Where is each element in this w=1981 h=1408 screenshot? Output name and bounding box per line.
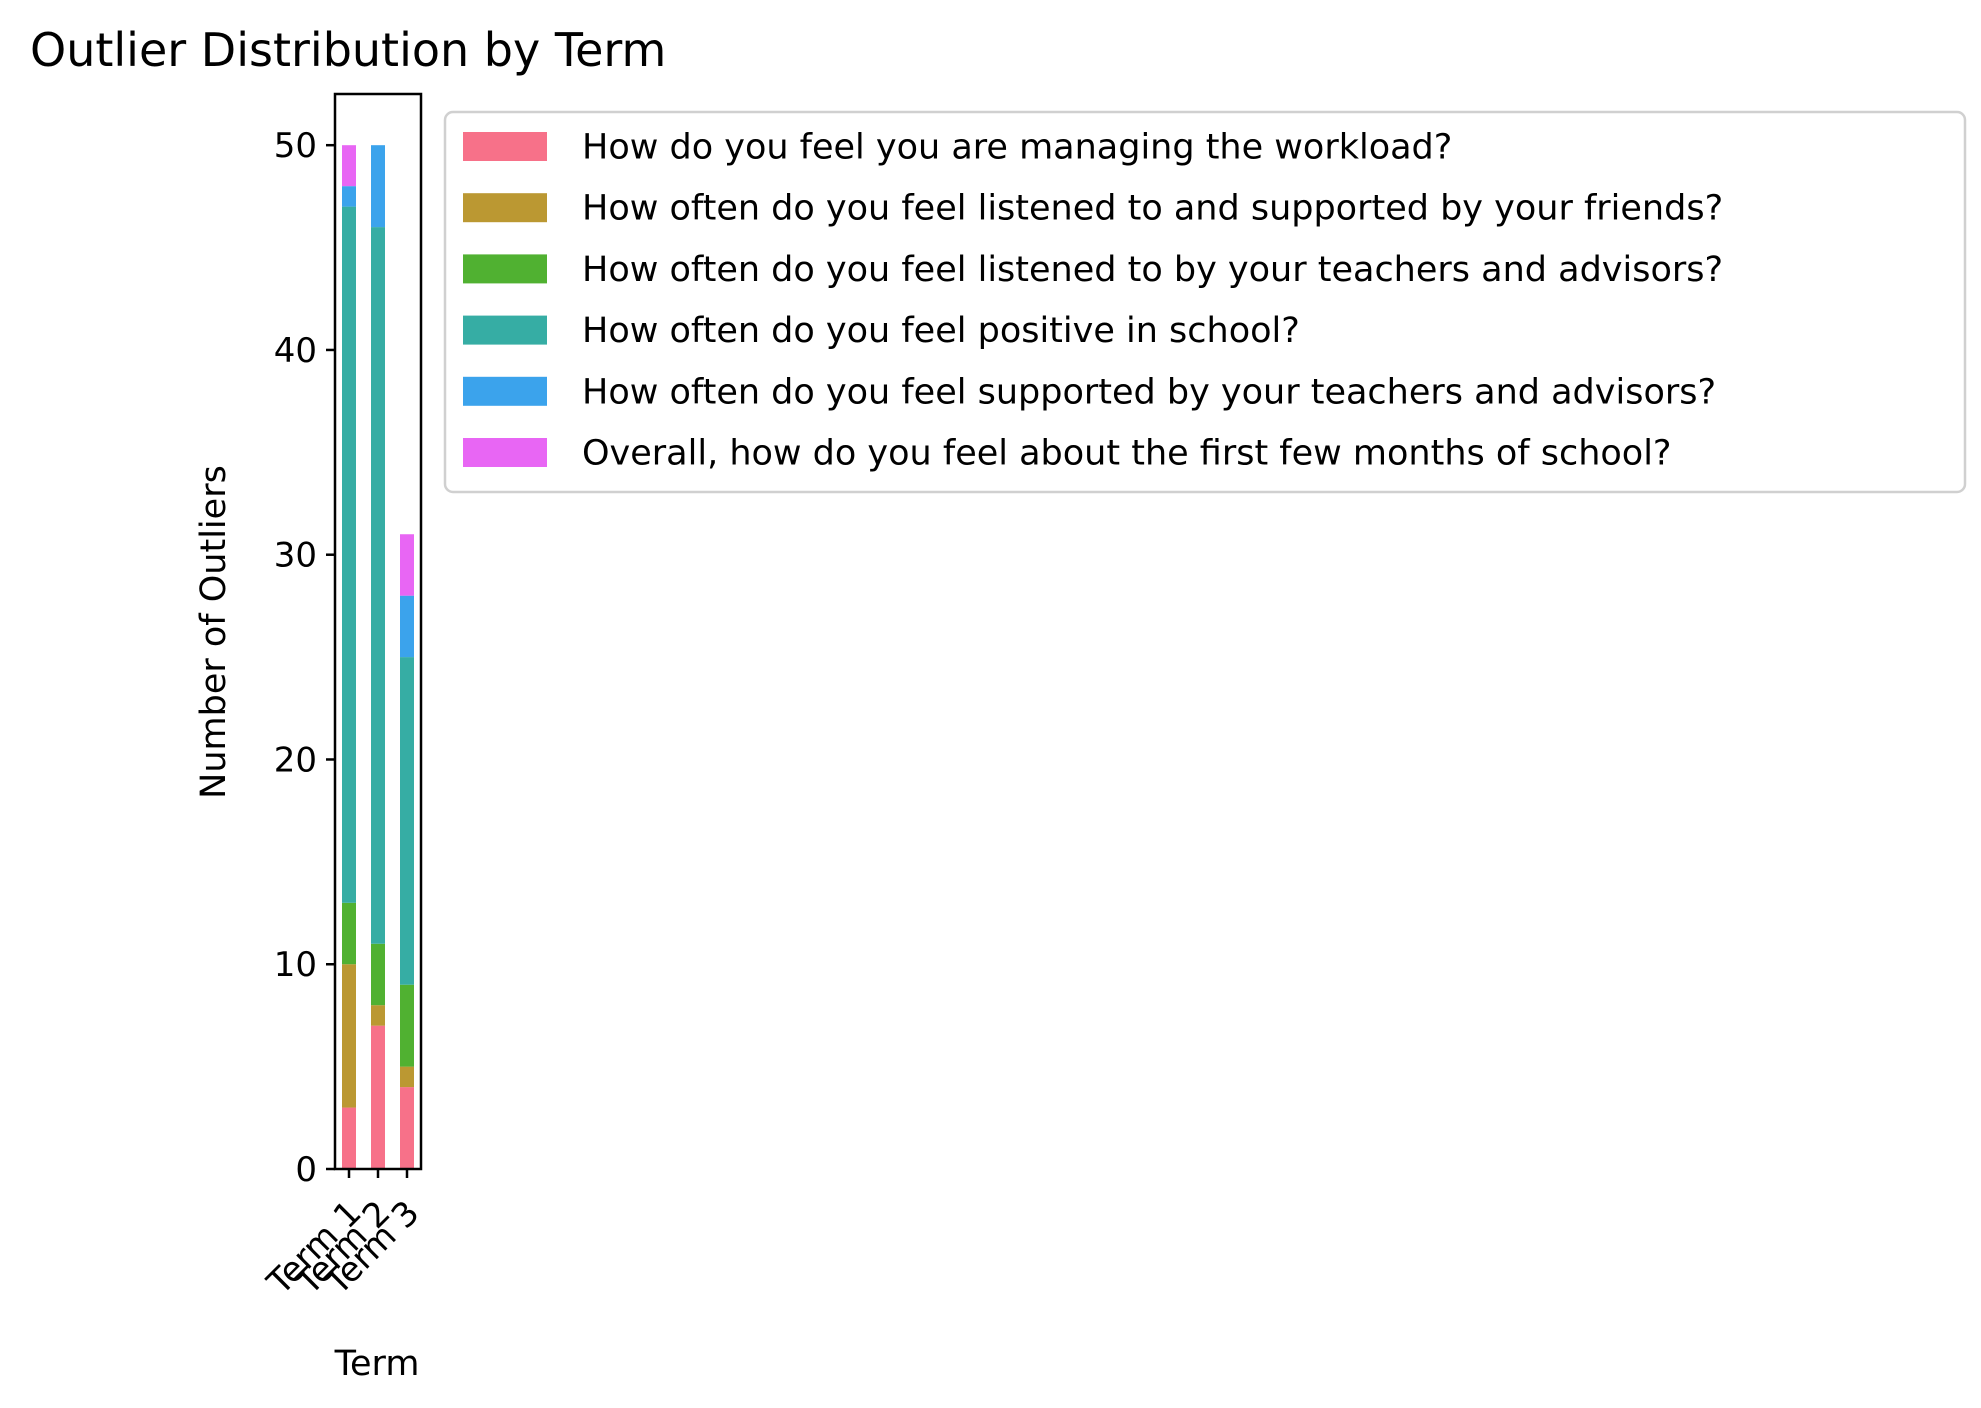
legend-swatch	[463, 438, 547, 467]
legend-label: Overall, how do you feel about the first…	[582, 434, 1672, 474]
legend-box	[443, 110, 1967, 494]
bar-segment	[342, 964, 356, 1108]
bar-segment	[400, 1066, 414, 1088]
bar-segment	[371, 227, 385, 944]
legend-label: How often do you feel positive in school…	[582, 311, 1300, 351]
legend-swatch	[463, 254, 547, 284]
legend-swatch	[463, 315, 547, 345]
bar-segment	[400, 984, 414, 1067]
legend-label: How often do you feel supported by your …	[582, 372, 1716, 412]
y-tick-label: 0	[295, 1150, 317, 1190]
y-tick-label: 40	[274, 331, 317, 371]
y-tick-label: 20	[274, 740, 317, 780]
bar-segment	[342, 1107, 356, 1169]
bar-segment	[342, 186, 356, 207]
y-axis: 0 10 20 30 40 50	[274, 126, 335, 1190]
bar-segment	[342, 902, 356, 965]
bar-segment	[400, 595, 414, 658]
chart-title: Outlier Distribution by Term	[30, 23, 666, 77]
bar-segment	[371, 145, 385, 228]
bar-segment	[371, 943, 385, 1006]
y-axis-label: Number of Outliers	[194, 465, 234, 799]
legend-label: How do you feel you are managing the wor…	[582, 128, 1452, 168]
legend-items: How do you feel you are managing the wor…	[463, 128, 1723, 474]
legend: How do you feel you are managing the wor…	[443, 110, 1967, 494]
legend-swatch	[463, 193, 547, 223]
legend-swatch	[463, 132, 547, 161]
bar-segment	[371, 1005, 385, 1026]
y-tick-label: 50	[274, 126, 317, 166]
legend-label: How often do you feel listened to by you…	[582, 250, 1723, 290]
bar-segment	[342, 206, 356, 903]
legend-swatch	[463, 376, 547, 406]
bar-segment	[400, 657, 414, 985]
bar-segment	[400, 534, 414, 596]
bar-segment	[400, 1087, 414, 1169]
y-tick-label: 10	[274, 945, 317, 985]
y-tick-label: 30	[274, 536, 317, 576]
bars-layer	[342, 145, 414, 1169]
x-axis-label: Term	[334, 1344, 420, 1384]
bar-segment	[342, 145, 356, 187]
legend-label: How often do you feel listened to and su…	[582, 189, 1723, 229]
bar-segment	[371, 1025, 385, 1169]
